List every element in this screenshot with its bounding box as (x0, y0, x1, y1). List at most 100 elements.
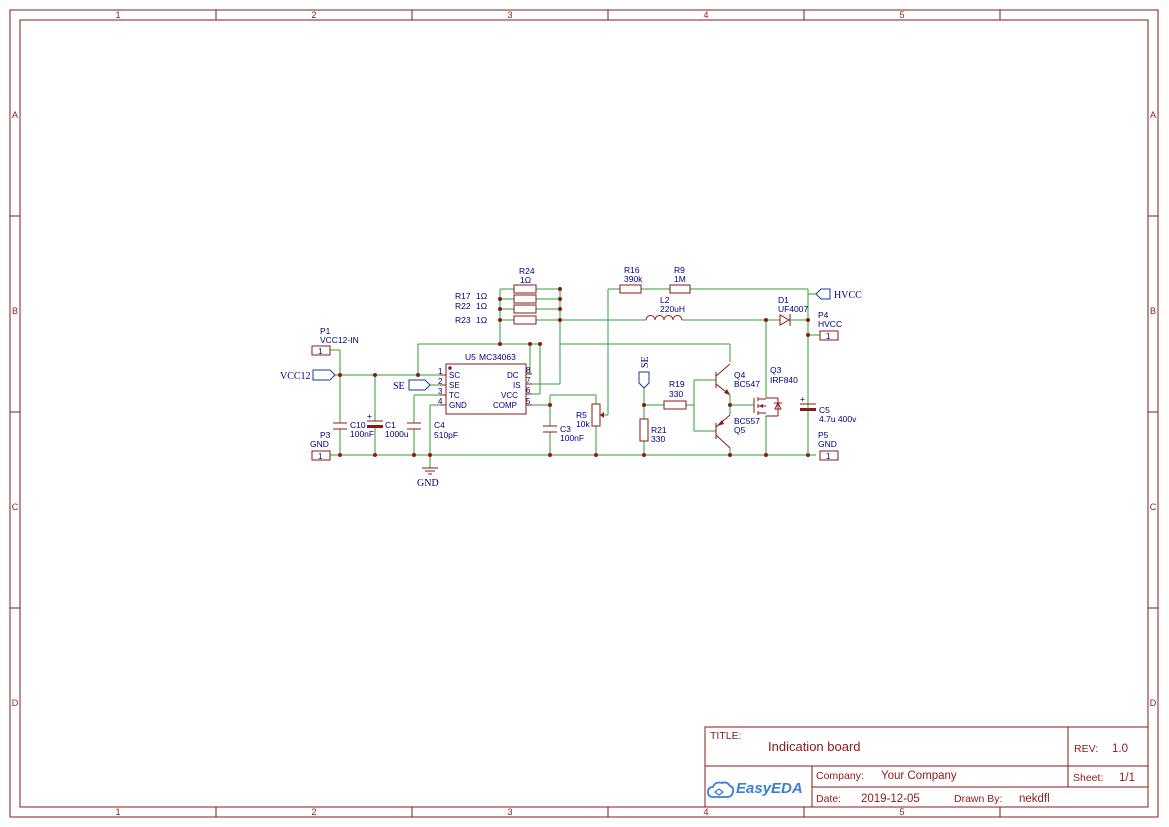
resistor-r24[interactable]: R24 1Ω (513, 266, 537, 294)
inductor-l2[interactable]: L2 220uH (645, 295, 685, 321)
net-flag-se-top[interactable]: SE (638, 356, 651, 389)
capacitor-c10[interactable]: C10 100nF (333, 420, 374, 439)
c4-value: 510pF (434, 430, 458, 440)
capacitor-c4[interactable]: C4 510pF (407, 420, 458, 440)
r21-value: 330 (651, 434, 665, 444)
q5-ref: Q5 (734, 425, 746, 435)
svg-text:SC: SC (449, 371, 460, 380)
net-flag-se-left[interactable]: SE (393, 379, 431, 392)
capacitor-c5[interactable]: + C5 4.7u 400v (800, 394, 857, 455)
col-label-top-4: 4 (703, 10, 708, 20)
col-label-top-1: 1 (115, 10, 120, 20)
svg-text:1: 1 (826, 332, 831, 341)
date-value: 2019-12-05 (861, 793, 920, 805)
svg-text:6: 6 (526, 386, 531, 395)
p3-ref: P3 (320, 430, 331, 440)
col-label-bottom-1: 1 (115, 807, 120, 817)
row-label-left-b: B (12, 306, 18, 316)
row-label-right-c: C (1150, 502, 1157, 512)
svg-text:7: 7 (526, 376, 531, 385)
drawn-by-value: nekdfl (1019, 793, 1050, 805)
l2-ref: L2 (660, 295, 670, 305)
sheet-label: Sheet: (1073, 772, 1103, 784)
resistor-r16[interactable]: R16 390k (619, 265, 643, 294)
r24-ref: R24 (519, 266, 535, 276)
net-label-se-left: SE (393, 381, 405, 392)
net-label-hvcc: HVCC (834, 290, 862, 301)
p3-value: GND (310, 439, 329, 449)
r9-value: 1M (674, 274, 686, 284)
drawn-by-label: Drawn By: (954, 793, 1002, 805)
p1-value: VCC12-IN (320, 335, 359, 345)
svg-text:TC: TC (449, 391, 460, 400)
connector-p3[interactable]: 1 P3 GND (310, 430, 331, 461)
svg-text:+: + (800, 394, 805, 404)
row-label-right-b: B (1150, 306, 1156, 316)
c5-ref: C5 (819, 405, 830, 415)
d1-value: UF4007 (778, 304, 809, 314)
resistor-r19[interactable]: R19 330 (663, 379, 687, 410)
c1-value: 1000u (385, 429, 409, 439)
p4-value: HVCC (818, 319, 842, 329)
mosfet-q3[interactable]: Q3 IRF840 (753, 365, 798, 417)
capacitor-c1[interactable]: + C1 1000u (367, 411, 409, 439)
resistor-r9[interactable]: R9 1M (669, 265, 691, 294)
resistor-r21[interactable]: R21 330 (639, 418, 667, 444)
title-block: TITLE: Indication board REV: 1.0 Company… (704, 726, 1149, 808)
c3-value: 100nF (560, 433, 584, 443)
net-flag-hvcc[interactable]: HVCC (815, 288, 862, 301)
ground-symbol: GND (417, 467, 439, 489)
connector-p4[interactable]: 1 P4 HVCC (818, 310, 842, 341)
row-label-right-a: A (1150, 110, 1156, 120)
r19-ref: R19 (669, 379, 685, 389)
r23-value: 1Ω (476, 315, 487, 325)
svg-text:4: 4 (438, 397, 443, 406)
connector-p5[interactable]: 1 P5 GND (818, 430, 839, 461)
transistor-q5[interactable]: BC557 Q5 (715, 414, 760, 449)
potentiometer-r5[interactable]: R5 10k (576, 403, 604, 429)
sheet-value: 1/1 (1119, 772, 1135, 784)
r5-ref: R5 (576, 410, 587, 420)
col-label-bottom-5: 5 (899, 807, 904, 817)
l2-value: 220uH (660, 304, 685, 314)
sheet-frame: 1 2 3 4 5 1 2 3 4 5 A B C D A B C D (9, 9, 1159, 818)
net-label-se-top: SE (640, 356, 651, 368)
p5-value: GND (818, 439, 837, 449)
svg-text:1: 1 (318, 347, 323, 356)
diode-d1[interactable]: D1 UF4007 (778, 295, 809, 326)
resistor-r17[interactable]: R17 1Ω (455, 291, 537, 304)
svg-text:8: 8 (526, 366, 531, 375)
connector-p1[interactable]: 1 P1 VCC12-IN (311, 326, 359, 356)
c1-ref: C1 (385, 420, 396, 430)
logo-text: EasyEDA (736, 780, 803, 797)
transistor-q4[interactable]: Q4 BC547 (715, 363, 760, 396)
net-flag-vcc12[interactable]: VCC12 (280, 369, 336, 382)
title-value: Indication board (768, 739, 861, 754)
r23-ref: R23 (455, 315, 471, 325)
row-label-right-d: D (1150, 698, 1157, 708)
title-label: TITLE: (710, 730, 742, 742)
company-value: Your Company (881, 770, 957, 782)
c10-value: 100nF (350, 429, 374, 439)
svg-text:1: 1 (438, 367, 443, 376)
resistor-r23[interactable]: R23 1Ω (455, 315, 537, 325)
p5-ref: P5 (818, 430, 829, 440)
ic-u5[interactable]: U5 MC34063 1 2 3 4 SC SE TC GND 8 7 6 5 … (438, 352, 532, 415)
col-label-top-3: 3 (507, 10, 512, 20)
q3-ref: Q3 (770, 365, 782, 375)
u5-ref: U5 (465, 352, 476, 362)
u5-value: MC34063 (479, 352, 516, 362)
q5-value: BC557 (734, 416, 760, 426)
r24-value: 1Ω (520, 275, 531, 285)
r17-value: 1Ω (476, 291, 487, 301)
q4-ref: Q4 (734, 370, 746, 380)
r9-ref: R9 (674, 265, 685, 275)
r16-value: 390k (624, 274, 643, 284)
resistor-r22[interactable]: R22 1Ω (455, 301, 537, 314)
c5-value: 4.7u 400v (819, 414, 857, 424)
svg-text:SE: SE (449, 381, 460, 390)
capacitor-c3[interactable]: C3 100nF (543, 424, 584, 443)
svg-text:1: 1 (318, 452, 323, 461)
p4-ref: P4 (818, 310, 829, 320)
